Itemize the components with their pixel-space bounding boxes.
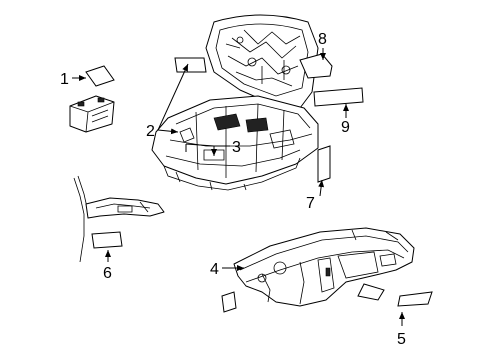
label-plate-5	[357, 283, 433, 307]
callout-6: 6	[103, 265, 112, 282]
leader-lines	[72, 48, 405, 326]
callout-9: 9	[341, 119, 350, 136]
instrument-panel	[233, 227, 415, 307]
callout-7: 7	[306, 195, 315, 212]
label-plate-9	[313, 87, 364, 107]
callout-3: 3	[232, 139, 241, 156]
engine-compartment	[151, 95, 319, 191]
label-plate-4a	[221, 291, 237, 313]
label-plate-8	[299, 53, 333, 79]
callout-2: 2	[146, 123, 155, 140]
callout-4: 4	[210, 261, 219, 278]
hood-label-plate	[174, 57, 207, 73]
callout-8: 8	[318, 31, 327, 48]
door-frame	[73, 175, 165, 263]
hood-panel	[205, 14, 319, 109]
battery-label-plate	[85, 65, 115, 87]
label-plate-7	[317, 145, 331, 183]
battery	[69, 95, 115, 133]
callout-5: 5	[397, 331, 406, 348]
callout-1: 1	[60, 71, 69, 88]
label-plate-6	[91, 231, 123, 249]
